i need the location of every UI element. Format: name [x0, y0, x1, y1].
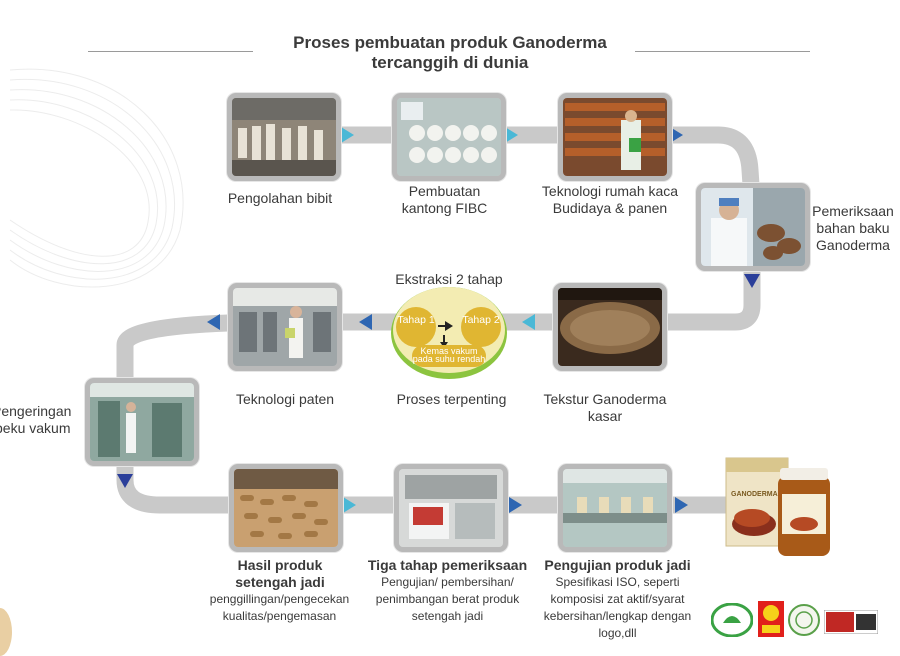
sub-finished-line4: logo,dll	[598, 626, 637, 640]
photo-three-inspections	[394, 464, 508, 552]
sub-three-line2: penimbangan berat produk	[375, 592, 520, 606]
extraction-diagram: Tahap 1 Tahap 2 Kemas vakum pada suhu re…	[389, 285, 509, 385]
page-title: Proses pembuatan produk Ganoderma tercan…	[200, 33, 700, 73]
label-patent-technology: Teknologi paten	[235, 391, 335, 407]
label-ganoderma-texture: Tekstur Ganoderma kasar	[530, 391, 680, 425]
sub-finished-line1: Spesifikasi ISO, seperti	[555, 575, 680, 589]
stage-1-badge: Tahap 1	[396, 307, 436, 347]
label-raw-inspection: Pemeriksaan bahan baku Ganoderma	[808, 203, 898, 254]
sub-semi-line1: penggillingan/pengecekan	[209, 592, 350, 606]
stage-2-badge: Tahap 2	[461, 307, 501, 347]
title-line-1: Proses pembuatan produk Ganoderma	[293, 33, 607, 52]
label-semi-finished: Hasil produk setengah jadi	[210, 557, 350, 591]
label-seed-processing: Pengolahan bibit	[227, 190, 333, 206]
label-greenhouse-line2: Budidaya & panen	[552, 200, 668, 216]
label-freeze-line1: Pengeringan	[0, 403, 72, 419]
title-rule-right	[635, 51, 810, 52]
sub-three-line1: Pengujian/ pembersihan/	[381, 575, 514, 589]
product-box-text: GANODERMA	[731, 491, 778, 498]
label-fibc: Pembuatan kantong FIBC	[382, 183, 507, 217]
iso-certification-logo	[823, 609, 879, 639]
corner-decoration	[0, 608, 12, 656]
sub-semi-finished: penggillingan/pengecekan kualitas/pengem…	[202, 591, 357, 625]
product-image: GANODERMA	[722, 454, 837, 559]
label-texture-line2: kasar	[587, 408, 623, 424]
sub-three-inspections: Pengujian/ pembersihan/ penimbangan bera…	[360, 574, 535, 625]
sub-finished-line2: komposisi zat aktif/syarat	[550, 592, 685, 606]
extraction-heading: Ekstraksi 2 tahap	[395, 271, 503, 287]
label-raw-inspection-line1: Pemeriksaan	[812, 203, 894, 219]
label-greenhouse-line1: Teknologi rumah kaca	[541, 183, 679, 199]
label-freeze-drying: Pengeringan beku vakum	[0, 403, 80, 437]
halal-logo	[787, 603, 821, 642]
label-raw-inspection-line3: Ganoderma	[816, 237, 890, 253]
tqf-logo	[758, 601, 784, 642]
photo-fibc-bags	[392, 93, 506, 181]
arrow-1	[341, 127, 362, 143]
sub-finished-testing: Spesifikasi ISO, seperti komposisi zat a…	[535, 574, 700, 642]
green-food-logo	[710, 602, 754, 642]
sub-semi-line2: kualitas/pengemasan	[222, 609, 337, 623]
label-freeze-line2: beku vakum	[0, 420, 71, 436]
vacuum-pack-badge: Kemas vakum pada suhu rendah	[412, 345, 486, 367]
label-raw-inspection-line2: bahan baku	[816, 220, 890, 236]
photo-patent-technology	[228, 283, 342, 371]
photo-finished-testing	[558, 464, 672, 552]
label-texture-line1: Tekstur Ganoderma	[543, 391, 667, 407]
photo-raw-inspection	[696, 183, 810, 271]
title-line-2: tercanggih di dunia	[371, 53, 529, 72]
photo-semi-finished	[229, 464, 343, 552]
label-semi-line2: setengah jadi	[235, 574, 325, 590]
title-rule-left	[88, 51, 253, 52]
label-greenhouse: Teknologi rumah kaca Budidaya & panen	[535, 183, 685, 217]
label-fibc-line2: kantong FIBC	[401, 200, 488, 216]
photo-greenhouse	[558, 93, 672, 181]
label-three-inspections: Tiga tahap pemeriksaan	[367, 557, 528, 573]
sub-finished-line3: kebersihan/lengkap dengan	[543, 609, 692, 623]
photo-freeze-drying	[85, 378, 199, 466]
photo-ganoderma-texture	[553, 283, 667, 371]
sub-three-line3: setengah jadi	[411, 609, 484, 623]
label-finished-testing: Pengujian produk jadi	[544, 557, 691, 573]
background-swirl	[9, 68, 184, 288]
label-most-important: Proses terpenting	[396, 391, 507, 407]
label-semi-line1: Hasil produk	[237, 557, 323, 573]
photo-seed-processing	[227, 93, 341, 181]
label-fibc-line1: Pembuatan	[408, 183, 481, 199]
